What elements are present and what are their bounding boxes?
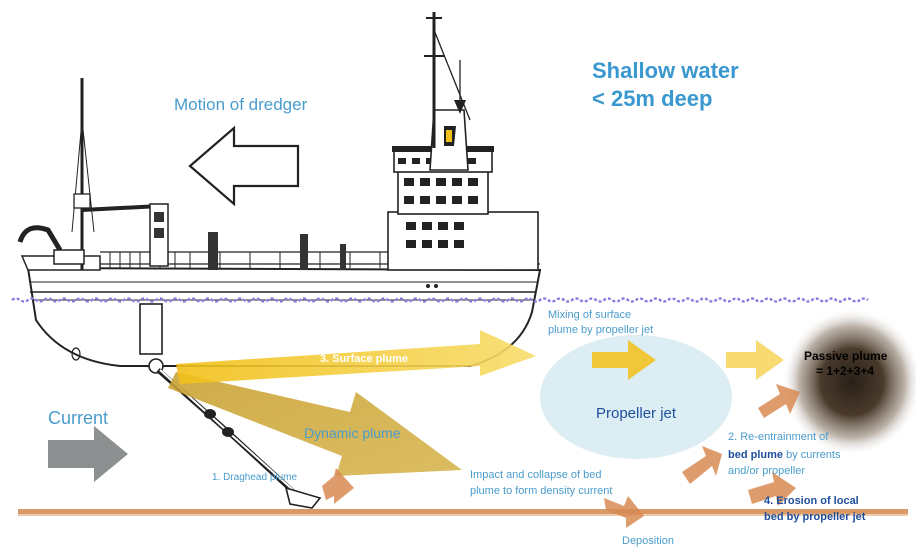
motion-label: Motion of dredger [174,95,308,114]
surface-plume-arrow [176,330,536,384]
reentrainment-label-3: and/or propeller [728,465,805,477]
propeller-jet-label: Propeller jet [596,405,677,422]
motion-arrow [188,125,300,207]
erosion-label-2: bed by propeller jet [764,511,866,523]
passive-feed-arrow [726,340,784,380]
passive-plume-cloud [782,308,916,456]
reentrainment-label-2: bed plume by currents [728,449,841,461]
current-label: Current [48,408,108,428]
reentrainment-bold: bed plume [728,449,783,461]
reentrainment-rest: by currents [783,449,841,461]
erosion-label-1: 4. Erosion of local [764,495,859,507]
propeller-jet-zone [540,335,732,459]
reentrainment-label-1: 2. Re-entrainment of [728,431,829,443]
dynamic-plume-label: Dynamic plume [304,425,401,441]
seabed [18,509,908,516]
dredger-ship [17,12,542,509]
impact-label-2: plume to form density current [470,485,612,497]
water-surface [11,297,869,303]
mixing-label-1: Mixing of surface [548,309,631,321]
reentrainment-arrow-1 [682,446,722,484]
erosion-arrow [748,472,796,506]
surface-plume-label: 3. Surface plume [320,353,408,365]
mixing-label-2: plume by propeller jet [548,324,653,336]
reentrainment-arrow-2 [758,384,800,418]
title-line1: Shallow water [592,58,739,83]
mixing-arrow [592,340,656,380]
current-arrow [48,426,128,482]
draghead-arrow [322,468,354,504]
deposition-label: Deposition [622,535,674,547]
passive-plume-label-2: = 1+2+3+4 [816,364,874,378]
draghead-label: 1. Draghead plume [212,472,297,483]
passive-plume-label-1: Passive plume [804,349,888,363]
impact-label-1: Impact and collapse of bed [470,469,601,481]
title-line2: < 25m deep [592,86,712,111]
deposition-arrow [604,496,644,528]
dynamic-plume-arrow [168,372,462,476]
